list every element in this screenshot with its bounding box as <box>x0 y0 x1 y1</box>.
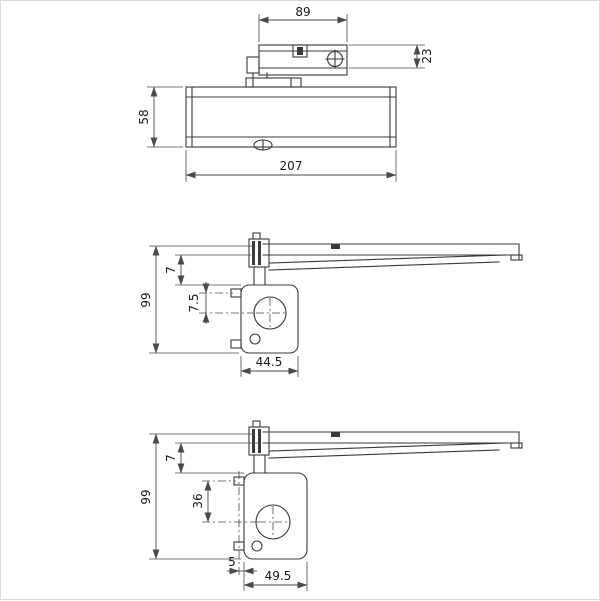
view-plan-b: 99 7 36 5 49.5 <box>139 420 523 591</box>
dimension-projection-b: 99 <box>139 433 253 560</box>
valve-hole-icon <box>249 333 261 345</box>
dimension-arm-offset-a: 7 <box>164 254 251 286</box>
dimension-bracket-depth: 23 <box>349 44 434 69</box>
closer-body-plan-b <box>233 471 308 577</box>
dim-label-49-5: 49.5 <box>265 569 292 583</box>
dim-label-44-5: 44.5 <box>256 355 283 369</box>
valve-hole-icon <box>251 540 263 552</box>
dimension-body-length: 207 <box>185 150 397 182</box>
dimension-projection-a: 99 <box>139 245 253 354</box>
dimension-body-height: 58 <box>137 86 183 148</box>
dim-label-5: 5 <box>228 555 236 569</box>
dimension-hole-offset-b: 36 <box>191 480 259 523</box>
dimension-body-depth-a: 44.5 <box>240 355 299 377</box>
dim-label-207: 207 <box>280 159 303 173</box>
dimension-hole-offset-a: 7.5 <box>187 282 257 324</box>
closer-body-plan-a <box>230 284 299 354</box>
dimension-arm-offset-b: 7 <box>164 442 259 474</box>
dimension-body-depth-b: 49.5 <box>243 562 308 591</box>
fixing-pin <box>230 339 242 349</box>
dim-label-99-a: 99 <box>139 292 153 307</box>
dimension-edge-offset: 5 <box>227 555 257 591</box>
arm-bracket <box>246 44 348 79</box>
dim-label-89: 89 <box>295 5 310 19</box>
closer-body-front <box>185 86 397 151</box>
arm-assembly <box>248 232 523 286</box>
mounting-channel <box>245 77 302 88</box>
dimension-bracket-width: 89 <box>258 5 348 42</box>
dim-label-7-b: 7 <box>164 454 178 462</box>
arm-assembly <box>248 420 523 474</box>
dim-label-7-a: 7 <box>164 266 178 274</box>
dim-label-23: 23 <box>420 48 434 63</box>
view-plan-a: 99 7 7.5 44.5 <box>139 232 523 377</box>
dim-label-99-b: 99 <box>139 489 153 504</box>
dim-label-36: 36 <box>191 493 205 508</box>
dim-label-58: 58 <box>137 109 151 124</box>
dim-label-7-5: 7.5 <box>187 293 201 312</box>
view-front: 89 23 58 207 <box>137 5 434 182</box>
